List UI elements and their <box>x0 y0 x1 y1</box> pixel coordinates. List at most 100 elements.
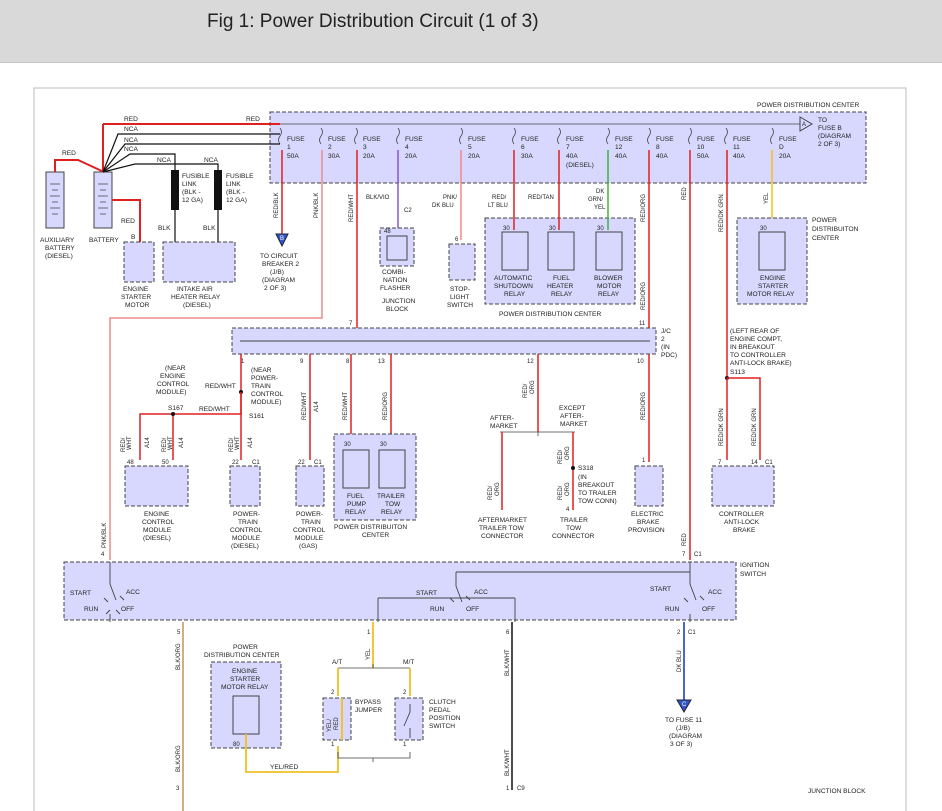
nca-label-4: NCA <box>157 157 172 164</box>
pdc-lower-l2: DISTRIBUTION CENTER <box>204 652 280 659</box>
near-pcm-l4: CONTROL <box>251 391 284 398</box>
pcmgas-l2: TRAIN <box>301 519 321 526</box>
bypass-n2: 2 <box>331 690 335 696</box>
bottom-n1: 1 <box>506 786 510 792</box>
tt-30: 30 <box>380 442 387 448</box>
fuse-6-name: FUSE <box>521 136 539 143</box>
pcm-gas <box>295 465 325 507</box>
fuse-1-num: 1 <box>287 144 291 151</box>
pcmgas-l3: CONTROL <box>293 527 326 534</box>
ecm-redwht-label: RED/ <box>121 437 127 452</box>
bypass-l1: BYPASS <box>355 699 382 706</box>
esmr-l3: MOTOR RELAY <box>747 291 795 298</box>
jc-pin-7: 7 <box>349 321 353 327</box>
aux-battery-l1: AUXILIARY <box>40 237 75 244</box>
wire-pnkblk-label2: PNK/BLK <box>102 523 108 548</box>
s113-label: S113 <box>730 369 745 376</box>
dkblu-label: DK BLU <box>677 650 683 672</box>
intake-l2: HEATER RELAY <box>171 294 221 301</box>
fuse-1-amp: 50A <box>287 153 299 160</box>
ttc-wire-l1: RED/ <box>558 449 564 464</box>
fuse-2-name: FUSE <box>328 136 346 143</box>
fuse-8-amp: 40A <box>656 153 668 160</box>
pcmgas-gas: (GAS) <box>299 543 317 550</box>
fuse-11-amp: 40A <box>733 153 745 160</box>
yelred-label: YEL/RED <box>270 764 298 771</box>
esmr-lower-inner <box>232 695 260 735</box>
fuse-11-num: 11 <box>733 144 740 151</box>
fusible1-l2: LINK <box>182 181 197 188</box>
tt-l3: RELAY <box>381 509 403 516</box>
jb-l2: BLOCK <box>386 306 409 313</box>
amt-l3: CONNECTOR <box>481 533 524 540</box>
wire-blkvio-label: BLK/VIO <box>366 195 390 201</box>
clutch-n2: 2 <box>403 690 407 696</box>
ignition-switch <box>63 561 737 621</box>
nca-label-1: NCA <box>124 126 139 133</box>
jc-l4: PDC) <box>661 352 677 359</box>
fusible2-l3: (BLK - <box>226 189 245 196</box>
sw2-acc: ACC <box>474 589 488 596</box>
blower-motor-relay <box>595 231 623 271</box>
wiring-diagram: POWER DISTRIBUTION CENTER RED RED FUSE15… <box>33 87 907 811</box>
esm-30: 30 <box>760 226 767 232</box>
wire-redtan-label: RED/TAN <box>528 195 554 201</box>
asd-l3: RELAY <box>504 291 526 298</box>
n6-label: 6 <box>455 237 459 243</box>
yel-ign-label: YEL <box>366 648 372 660</box>
fh-l1: FUEL <box>553 275 570 282</box>
at-mt-bracket <box>338 664 410 669</box>
mt-label: M/T <box>403 659 414 666</box>
pcm-l2: TRAIN <box>238 519 258 526</box>
blkorg-label-1: BLK/ORG <box>176 643 182 670</box>
sw2-off: OFF <box>466 606 479 613</box>
fusible-link-2 <box>214 170 222 210</box>
near-ecm-l4: MODULE) <box>156 389 186 396</box>
main-battery-label: BATTERY <box>89 237 119 244</box>
ecm2-a14-label: A14 <box>179 437 185 448</box>
ecm-a14-label: A14 <box>145 437 151 448</box>
fuse-3-amp: 20A <box>363 153 375 160</box>
starter-l1: ENGINE <box>123 286 149 293</box>
near-ecm-l1: (NEAR <box>165 365 186 372</box>
fuse-7-amp: 40A <box>566 153 578 160</box>
asd-30: 30 <box>503 226 510 232</box>
fuse-5-name: FUSE <box>468 136 486 143</box>
pcmgas-n22: 22 <box>298 460 305 466</box>
after-l1: AFTER- <box>490 415 514 422</box>
jc-pin-13: 13 <box>378 359 385 365</box>
fuse-12-num: 12 <box>615 144 623 151</box>
fh-l3: RELAY <box>551 291 573 298</box>
ebp-n1: 1 <box>642 458 646 464</box>
fp-l1: FUEL <box>347 493 364 500</box>
fusible1-l3: (BLK - <box>182 189 201 196</box>
pcm-diesel-label: (DIESEL) <box>231 543 259 550</box>
nca-label-5: NCA <box>204 157 219 164</box>
wire-redblk-label: RED/BLK <box>274 192 280 218</box>
ecm-diesel <box>124 465 189 507</box>
esmr-n80: 80 <box>233 742 240 748</box>
ttc-n4: 4 <box>566 507 570 513</box>
ign-p7: 7 <box>682 552 686 558</box>
fuse-4-num: 4 <box>405 144 409 151</box>
pcm-a14-label: A14 <box>248 437 254 448</box>
wire-starter-red <box>112 199 141 242</box>
bypass-red: RED <box>334 717 340 730</box>
tt-l1: TRAILER <box>377 493 405 500</box>
fp-wire-label: RED/WHT <box>343 392 349 420</box>
fusible2-l2: LINK <box>226 181 241 188</box>
pcm-wht-label: WHT <box>235 436 241 450</box>
sw2-start: START <box>416 590 437 597</box>
intake-air-heater-relay <box>162 241 236 283</box>
sw2-bus <box>378 571 690 599</box>
cab-l1: CONTROLLER <box>719 511 764 518</box>
ign-l1: IGNITION <box>740 562 770 569</box>
s318-splice <box>571 466 575 470</box>
pdc3-l2: CENTER <box>362 532 389 539</box>
abs-l5: ANTI-LOCK BRAKE) <box>730 360 792 367</box>
fh-l2: HEATER <box>547 283 573 290</box>
out-6: 6 <box>506 630 510 636</box>
amt-l1: AFTERMARKET <box>478 517 527 524</box>
